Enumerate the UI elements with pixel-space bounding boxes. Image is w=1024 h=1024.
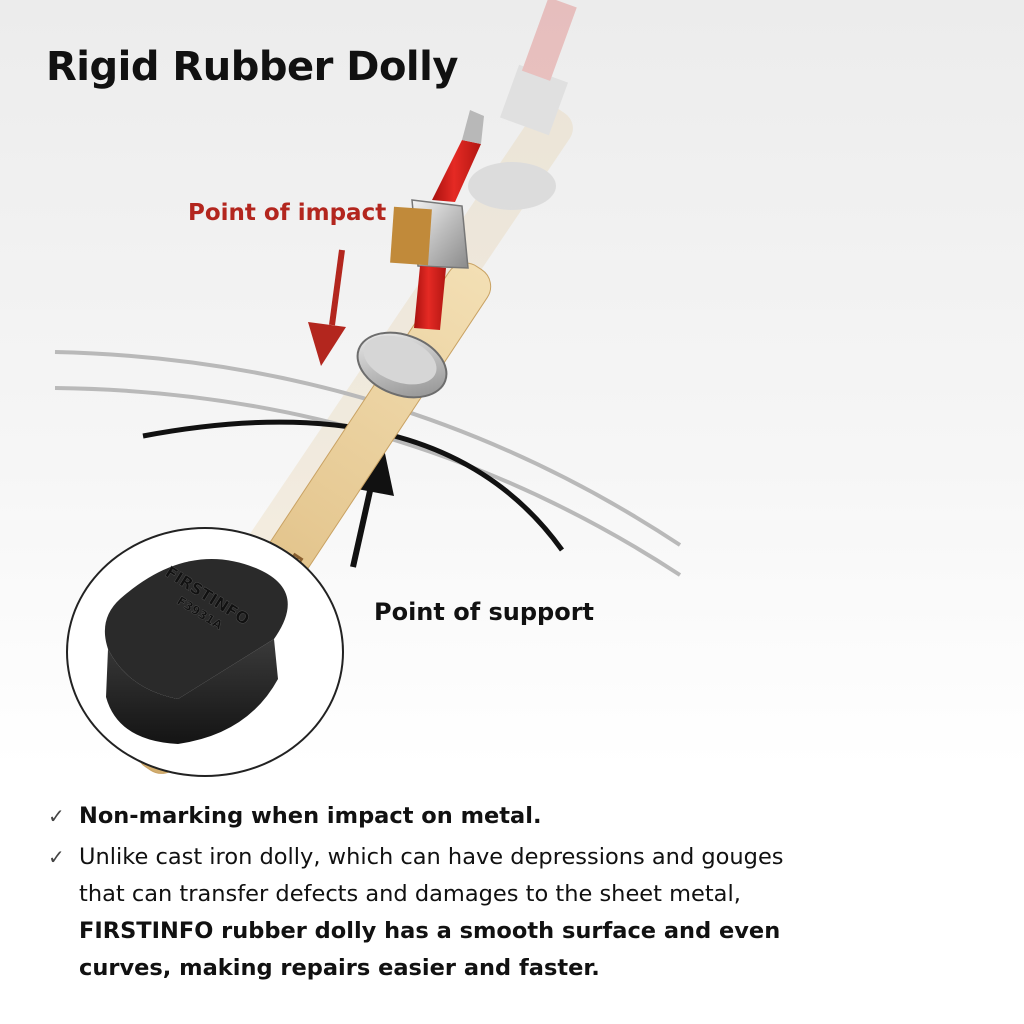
feature-text: Non-marking when impact on metal. <box>79 803 542 829</box>
feature-list: ✓ Non-marking when impact on metal. ✓ Un… <box>48 798 808 991</box>
dolly-support-curve <box>142 419 565 552</box>
impact-label: Point of impact <box>188 200 387 226</box>
impact-arrow-icon <box>308 249 346 366</box>
feature-text-normal: Unlike cast iron dolly, which can have d… <box>79 844 784 907</box>
dolly-top-face <box>104 559 288 699</box>
support-label: Point of support <box>374 598 595 626</box>
feature-text-bold: FIRSTINFO rubber dolly has a smooth surf… <box>79 918 781 981</box>
checkmark-icon: ✓ <box>48 804 65 828</box>
dolly-side <box>106 639 278 744</box>
ghost-hammer <box>237 0 577 581</box>
feature-item: ✓ Unlike cast iron dolly, which can have… <box>48 839 808 987</box>
page-title: Rigid Rubber Dolly <box>46 44 458 90</box>
rubber-dolly-image: FIRSTINFO F3931A <box>66 527 344 777</box>
checkmark-icon: ✓ <box>48 845 65 869</box>
feature-item: ✓ Non-marking when impact on metal. <box>48 798 808 835</box>
